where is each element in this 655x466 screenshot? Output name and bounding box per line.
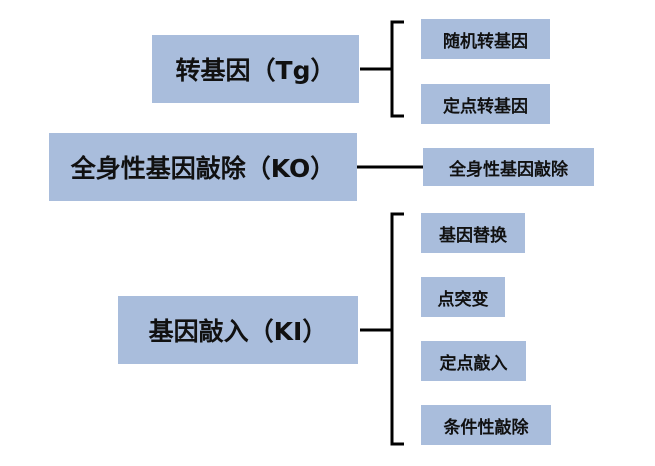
main-box-label: 基因敲入（KI） bbox=[148, 317, 328, 346]
sub-box: 全身性基因敲除 bbox=[423, 148, 594, 186]
tg-bracket bbox=[390, 20, 404, 118]
sub-box-label: 条件性敲除 bbox=[443, 417, 529, 438]
main-box-label: 转基因（Tg） bbox=[175, 56, 336, 85]
ki-bracket bbox=[390, 212, 404, 446]
sub-box-label: 全身性基因敲除 bbox=[449, 159, 568, 180]
main-box-ki: 基因敲入（KI） bbox=[118, 296, 358, 364]
sub-box-label: 定点敲入 bbox=[439, 353, 508, 374]
sub-box-label: 基因替换 bbox=[439, 225, 507, 246]
sub-box-label: 点突变 bbox=[437, 289, 489, 310]
main-box-label: 全身性基因敲除（KO） bbox=[70, 154, 336, 183]
main-box-ko: 全身性基因敲除（KO） bbox=[49, 133, 357, 201]
sub-box-label: 随机转基因 bbox=[443, 31, 528, 52]
sub-box: 点突变 bbox=[421, 277, 505, 317]
main-box-tg: 转基因（Tg） bbox=[152, 35, 359, 103]
sub-box: 定点敲入 bbox=[421, 341, 526, 381]
sub-box: 随机转基因 bbox=[421, 19, 550, 59]
sub-box: 基因替换 bbox=[421, 213, 525, 253]
sub-box: 定点转基因 bbox=[421, 84, 550, 124]
sub-box-label: 定点转基因 bbox=[443, 96, 528, 117]
sub-box: 条件性敲除 bbox=[421, 405, 551, 445]
